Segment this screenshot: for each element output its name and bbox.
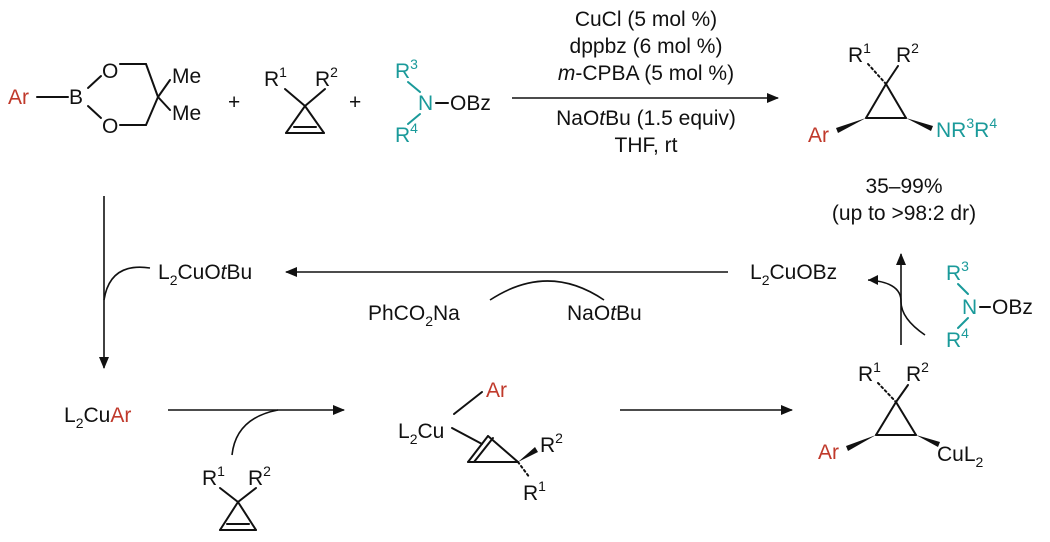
reaction-conditions: CuCl (5 mol %) dppbz (6 mol %) m-CPBA (5…	[556, 8, 736, 157]
svg-text:R4: R4	[395, 120, 418, 147]
svg-text:R1: R1	[523, 478, 546, 505]
condition-oxidant: m-CPBA (5 mol %)	[558, 62, 734, 85]
svg-text:R3: R3	[946, 258, 969, 285]
oxygen-bottom-label: O	[102, 115, 118, 138]
svg-text:R1: R1	[264, 64, 287, 91]
r3-label: R	[395, 60, 410, 83]
complex-l2cu-label: L	[398, 420, 410, 443]
svg-text:L2Cu: L2Cu	[398, 420, 444, 447]
cyclopropyl-copper-intermediate: R1 R2 Ar CuL2	[818, 359, 984, 470]
r1-label: R	[264, 68, 279, 91]
cucp-r2-label: R	[906, 363, 921, 386]
plus-sign-2: +	[349, 91, 361, 114]
sodium-tert-butoxide-label: NaOtBu	[567, 302, 642, 325]
svg-text:R2: R2	[540, 430, 563, 457]
amination-curve	[867, 279, 926, 336]
r2-label: R	[315, 68, 330, 91]
boronate-entry-curve	[103, 266, 151, 301]
svg-text:CuL2: CuL2	[937, 443, 984, 470]
condition-base: NaOtBu (1.5 equiv)	[556, 107, 736, 130]
complex-aryl-label: Ar	[486, 379, 507, 402]
methyl-top-label: Me	[172, 65, 201, 88]
cycle-obz-label: OBz	[992, 296, 1033, 319]
boron-label: B	[69, 86, 83, 109]
cyclopropene-entry-curve	[231, 409, 279, 456]
bottom-r1-label: R	[202, 467, 217, 490]
cycle-r3-label: R	[946, 262, 961, 285]
cycle-hydroxylamine: R3 N OBz R4	[946, 258, 1033, 352]
bottom-r2-label: R	[248, 467, 263, 490]
nitrogen-label: N	[418, 92, 433, 115]
aminocyclopropane-product: R1 R2 Ar NR3R4	[808, 40, 997, 147]
r4-label: R	[395, 124, 410, 147]
l2cuobz-label: L2CuOBz	[750, 261, 837, 288]
product-amine-label: NR	[936, 119, 966, 142]
cycle-r4-label: R	[946, 329, 961, 352]
svg-text:R1: R1	[848, 40, 871, 67]
aryl-label: Ar	[8, 86, 29, 109]
base-exchange-curve	[489, 280, 605, 301]
svg-text:R2: R2	[896, 40, 919, 67]
l2cuar-label: L2CuAr	[64, 404, 131, 431]
oxygen-top-label: O	[102, 60, 118, 83]
yield-info: 35–99% (up to >98:2 dr)	[832, 175, 976, 225]
l2cuotbu-label: L2CuOtBu	[158, 261, 252, 288]
complex-r2-label: R	[540, 434, 555, 457]
cucp-r1-label: R	[858, 363, 873, 386]
product-r2-label: R	[896, 44, 911, 67]
cyclopropene-entering: R1 R2	[202, 463, 271, 531]
condition-ligand: dppbz (6 mol %)	[570, 35, 723, 58]
yield-range: 35–99%	[865, 175, 942, 198]
obz-label: OBz	[450, 92, 491, 115]
svg-text:R4: R4	[946, 325, 969, 352]
cucp-aryl-label: Ar	[818, 441, 839, 464]
product-r1-label: R	[848, 44, 863, 67]
cycle-nitrogen-label: N	[962, 296, 977, 319]
condition-solvent: THF, rt	[615, 134, 678, 157]
condition-catalyst: CuCl (5 mol %)	[575, 8, 717, 31]
svg-text:R2: R2	[906, 359, 929, 386]
svg-text:NR3R4: NR3R4	[936, 115, 997, 142]
svg-text:R2: R2	[315, 64, 338, 91]
aryl-boronate-ester: Ar B O O Me Me	[8, 60, 201, 138]
sodium-benzoate-label: PhCO2Na	[368, 302, 460, 329]
plus-sign-1: +	[228, 91, 240, 114]
methyl-bottom-label: Me	[172, 102, 201, 125]
diastereomeric-ratio: (up to >98:2 dr)	[832, 202, 976, 225]
cucp-cul2-label: CuL	[937, 443, 976, 466]
svg-text:R1: R1	[202, 463, 225, 490]
svg-text:R3: R3	[395, 56, 418, 83]
product-aryl-label: Ar	[808, 124, 829, 147]
svg-text:R1: R1	[858, 359, 881, 386]
cyclopropene-reagent: R1 R2	[264, 64, 338, 134]
o-benzoyl-hydroxylamine: R3 N OBz R4	[395, 56, 491, 147]
complex-r1-label: R	[523, 482, 538, 505]
svg-text:R2: R2	[248, 463, 271, 490]
copper-alkene-complex: Ar L2Cu R2 R1	[398, 379, 563, 505]
